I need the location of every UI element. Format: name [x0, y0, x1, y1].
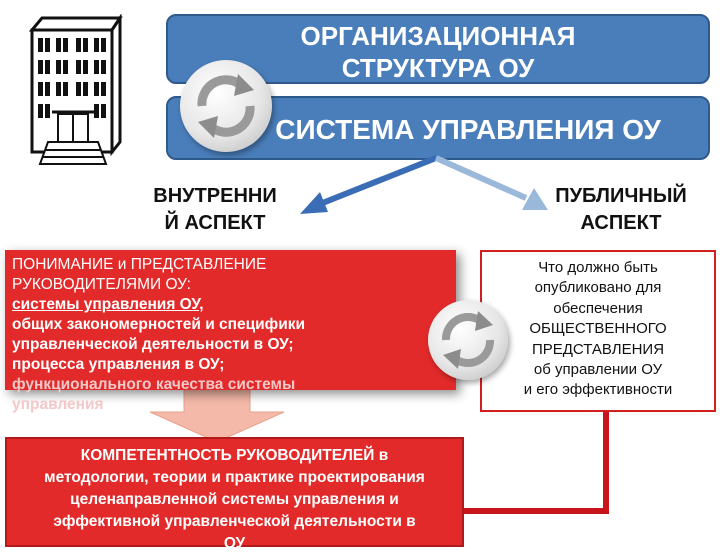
left-box-line6: процесса управления в ОУ;: [12, 356, 225, 373]
org-structure-title-line2: СТРУКТУРА ОУ: [341, 53, 535, 83]
connector-line: [462, 410, 609, 514]
left-box-line5: управленческой деятельности в ОУ;: [12, 336, 294, 353]
left-box-line1: ПОНИМАНИЕ и ПРЕДСТАВЛЕНИЕ: [12, 256, 267, 273]
internal-aspect-line2: Й АСПЕКТ: [164, 212, 266, 234]
left-box-line4: общих закономерностей и специфики: [12, 316, 306, 333]
bottom-box-line1: КОМПЕТЕНТНОСТЬ РУКОВОДИТЕЛЕЙ в: [80, 447, 389, 464]
competence-box: КОМПЕТЕНТНОСТЬ РУКОВОДИТЕЛЕЙ в методолог…: [5, 437, 464, 552]
right-box-line6: об управлении ОУ: [533, 361, 663, 379]
right-box-line1: Что должно быть: [538, 259, 658, 276]
bottom-box-line5: ОУ: [223, 535, 246, 552]
internal-aspect-line1: ВНУТРЕННИ: [153, 185, 277, 207]
bottom-box-line4: эффективной управленческой деятельности …: [53, 513, 416, 530]
down-arrow: [149, 388, 285, 443]
bottom-box-line2: методологии, теории и практике проектиро…: [44, 469, 425, 486]
public-aspect-line2: АСПЕКТ: [580, 212, 662, 234]
right-box-line2: опубликовано для: [534, 279, 662, 297]
left-box-line8: управления: [12, 396, 104, 413]
management-system-title: СИСТЕМА УПРАВЛЕНИЯ ОУ: [275, 114, 661, 145]
sync-arrows-icon: [428, 300, 508, 380]
right-box-line3: обеспечения: [553, 299, 643, 317]
right-box-line4: ОБЩЕСТВЕННОГО: [529, 320, 667, 338]
internal-aspect-label: ВНУТРЕННИ Й АСПЕКТ: [140, 183, 290, 237]
org-structure-title-line1: ОРГАНИЗАЦИОННАЯ: [300, 21, 576, 51]
bottom-box-line3: целенаправленной системы управления и: [70, 491, 399, 508]
public-representation-box: Что должно быть опубликовано для обеспеч…: [480, 250, 716, 412]
building-icon: [28, 14, 123, 165]
left-box-line3: системы управления ОУ,: [12, 296, 204, 313]
left-box-line2: РУКОВОДИТЕЛЯМИ ОУ:: [12, 276, 191, 293]
right-box-line5: ПРЕДСТАВЛЕНИЯ: [531, 340, 665, 358]
branch-arrows: [300, 155, 548, 214]
right-box-line7: и его эффективности: [523, 381, 673, 399]
sync-arrows-icon: [180, 60, 272, 152]
internal-understanding-box: ПОНИМАНИЕ и ПРЕДСТАВЛЕНИЕ РУКОВОДИТЕЛЯМИ…: [5, 250, 456, 413]
public-aspect-label: ПУБЛИЧНЫЙ АСПЕКТ: [536, 183, 706, 237]
left-box-line7: функционального качества системы: [12, 376, 296, 393]
public-aspect-line1: ПУБЛИЧНЫЙ: [555, 185, 687, 207]
